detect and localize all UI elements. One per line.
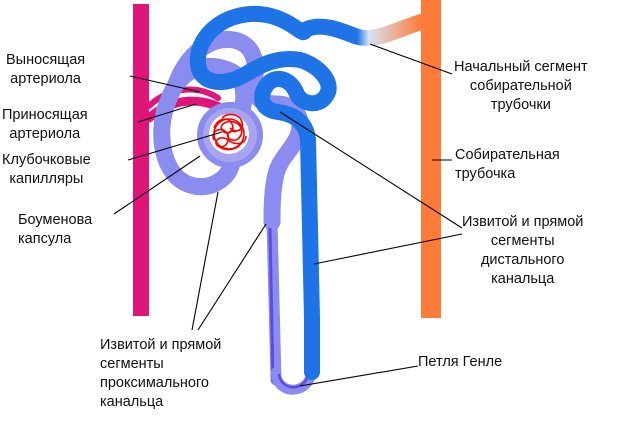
leader-lines <box>113 43 463 387</box>
leader-efferent <box>129 75 201 93</box>
leader-proximal-b <box>197 223 267 331</box>
leader-bowman <box>113 155 201 215</box>
leader-collecting-initial <box>369 43 453 75</box>
collecting-initial-segment <box>297 14 429 46</box>
distal-thin-segment <box>307 299 315 373</box>
leader-glomerular <box>127 131 223 161</box>
proximal-highlight <box>268 227 275 383</box>
collecting-duct-vessel <box>421 0 441 318</box>
leader-distal-a <box>279 111 463 229</box>
label-loop-of-henle: Петля Генле <box>418 354 503 370</box>
leader-distal-b <box>313 233 463 265</box>
leader-proximal-a <box>191 191 219 331</box>
leader-henle <box>299 365 419 387</box>
distal-tubule <box>189 5 337 148</box>
leader-afferent <box>137 103 197 123</box>
proximal-straight-segment <box>266 216 282 386</box>
artery-vessel <box>133 4 149 316</box>
